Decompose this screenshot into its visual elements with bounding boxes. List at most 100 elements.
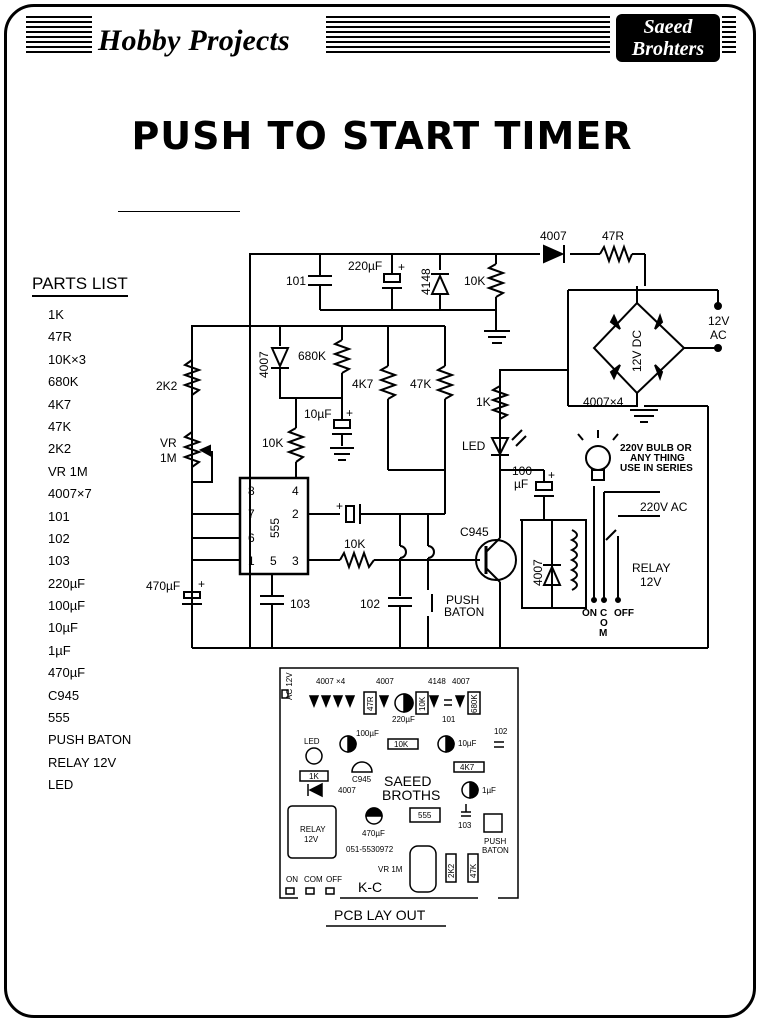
pcb-label-baton: BATON [482, 846, 509, 855]
diode-symbol [430, 273, 450, 295]
pcb-ic-555 [409, 807, 441, 823]
resistor-symbol [486, 263, 506, 298]
parts-list-item: VR 1M [48, 463, 88, 479]
brand-line-2: Brohters [631, 38, 705, 60]
pcb-label-10k-2: 10K [394, 740, 409, 749]
pcb-label-47k: 47K [469, 863, 478, 878]
label-470uf: 470µF [146, 579, 180, 593]
label-103: 103 [290, 597, 310, 611]
pcb-resistor-1k [299, 770, 329, 782]
pin-1: 1 [248, 554, 255, 568]
bulb-ray [577, 433, 584, 441]
pcb-label-220uf: 220µF [392, 715, 415, 724]
parts-list-item: 10µF [48, 620, 78, 636]
parts-list-item: 2K2 [48, 441, 72, 457]
parts-list-item: 555 [48, 710, 70, 726]
page-frame [4, 4, 756, 1018]
pcb-resistor-47r [363, 691, 377, 715]
pcb-label-push: PUSH [484, 837, 506, 846]
label-bulb-3: USE IN SERIES [620, 463, 693, 474]
header-lines-left [26, 16, 92, 53]
wire [499, 369, 568, 510]
pcb-resistor-680k [467, 691, 481, 715]
label-baton: BATON [444, 605, 484, 619]
wire [568, 393, 638, 407]
pin-8: 8 [248, 484, 255, 498]
pcb-cap-220uf-fill [403, 693, 414, 713]
plus-sign: + [198, 577, 205, 591]
label-555: 555 [268, 518, 282, 538]
pcb-label-100uf: 100µF [356, 729, 379, 738]
potentiometer-wiper [198, 444, 211, 457]
terminal [615, 597, 621, 603]
resistor-symbol [286, 427, 306, 463]
parts-list-item: 101 [48, 508, 70, 524]
pcb-label-10uf: 10µF [458, 739, 477, 748]
capacitor-body [183, 591, 201, 599]
transistor-emitter [485, 567, 501, 583]
diode-symbol [654, 313, 664, 330]
parts-list-item: C945 [48, 687, 80, 703]
label-on: ON [582, 608, 597, 619]
pcb-pad-on [285, 887, 295, 895]
pin-2: 2 [292, 507, 299, 521]
pcb-label-4148: 4148 [428, 677, 446, 686]
pcb-label-kc: K-C [358, 879, 382, 895]
parts-list-item: 103 [48, 553, 70, 569]
wire [279, 368, 342, 399]
bulb-symbol [585, 445, 611, 471]
pcb-label-680k: 680K [470, 694, 479, 713]
pcb-label-off: OFF [326, 875, 342, 884]
label-220v-ac: 220V AC [640, 500, 688, 514]
pcb-diode-row [308, 695, 466, 709]
label-1k: 1K [476, 395, 491, 409]
parts-list-item: 680K [48, 374, 79, 390]
pcb-pot-vr1m [409, 845, 437, 893]
label-relay: RELAY [632, 561, 670, 575]
pcb-resistor-47k [467, 853, 479, 883]
capacitor-body [345, 505, 355, 523]
wire-crossover [399, 545, 407, 559]
ic-555-body [238, 476, 310, 576]
pcb-pad-off [325, 887, 335, 895]
label-ac-12v: 12V [708, 314, 729, 328]
label-4148: 4148 [419, 268, 433, 295]
pcb-label-470uf: 470µF [362, 829, 385, 838]
header-lines-right [326, 16, 610, 53]
label-ac: AC [710, 328, 727, 342]
parts-list-item: 4007×7 [48, 486, 92, 502]
label-vr: VR [160, 436, 177, 450]
main-title: PUSH TO START TIMER [131, 114, 633, 158]
transistor-c945 [475, 539, 517, 581]
pcb-label-4007b: 4007 [452, 677, 470, 686]
resistor-symbol [435, 365, 455, 400]
label-680k: 680K [298, 349, 326, 363]
label-c945: C945 [460, 525, 489, 539]
label-4007-relay: 4007 [531, 559, 545, 586]
label-12v-dc: 12V DC [630, 330, 644, 372]
pcb-diode-4007 [308, 782, 323, 798]
pcb-label-4007a: 4007 [376, 677, 394, 686]
wire [520, 496, 545, 521]
parts-list-item: 1µF [48, 642, 71, 658]
pcb-label-ac: AC 12V [285, 672, 294, 700]
label-10k-mid: 10K [262, 436, 283, 450]
pcb-pad-com [305, 887, 315, 895]
pcb-pad-ac [281, 689, 289, 699]
diode-symbol [270, 347, 290, 369]
diode-symbol [654, 364, 664, 381]
capacitor-body [333, 419, 351, 429]
label-102: 102 [360, 597, 380, 611]
wire [192, 451, 213, 483]
divider-line [118, 211, 240, 212]
pcb-label-4007c: 4007 [338, 786, 356, 795]
parts-list-item: 220µF [48, 575, 86, 591]
diode-symbol [609, 313, 621, 330]
label-vr-1m: 1M [160, 451, 177, 465]
pcb-label-102: 102 [494, 727, 508, 736]
plus-sign: + [398, 260, 405, 274]
relay-contact [605, 529, 617, 541]
label-relay-12v: 12V [640, 575, 661, 589]
